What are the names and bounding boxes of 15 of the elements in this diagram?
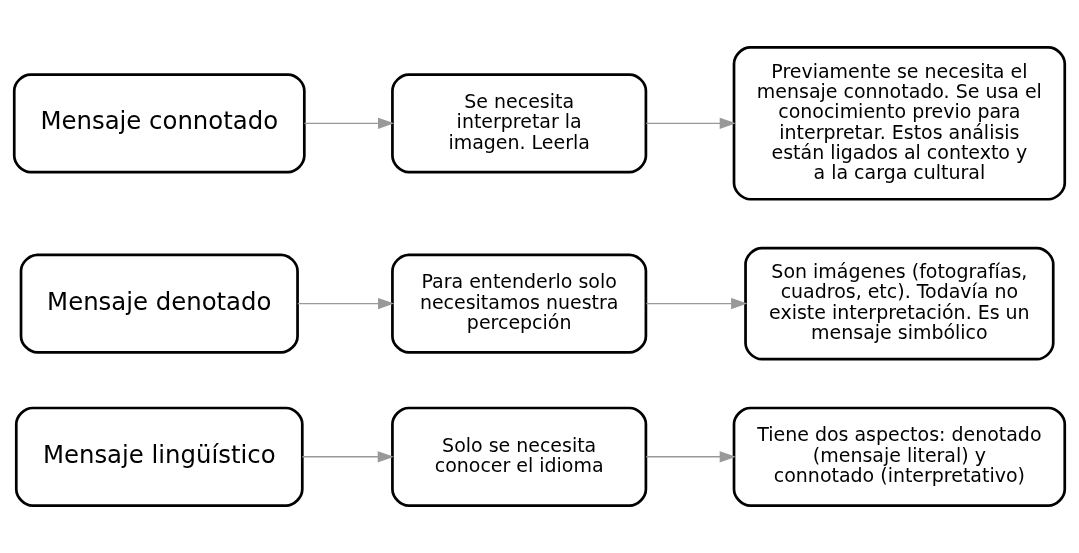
node-box: Mensaje denotado (19, 253, 299, 354)
node-box: Solo se necesita conocer el idioma (391, 406, 648, 507)
arrow (303, 117, 395, 130)
arrow (645, 451, 736, 463)
arrow (297, 297, 395, 310)
node-box: Se necesita interpretar la imagen. Leerla (391, 73, 648, 174)
node-box: Tiene dos aspectos: denotado (mensaje literal) y connotado (interpretativo) (732, 406, 1067, 507)
node-box: Para entenderlo solo necesitamos nuestra percepción (391, 253, 648, 354)
arrow (645, 117, 736, 130)
node-box: Mensaje lingüístico (14, 406, 304, 507)
node-box: Son imágenes (fotografías, cuadros, etc). Todavía no existe interpretación. Es un mensaje simbólico (744, 246, 1055, 361)
arrow (645, 297, 748, 310)
node-box: Mensaje connotado (12, 73, 306, 174)
node-box: Previamente se necesita el mensaje connotado. Se usa el conocimiento previo para interpretar. Estos análisis están ligados al contexto y a la carga cultural (732, 46, 1067, 201)
arrow (301, 451, 394, 463)
